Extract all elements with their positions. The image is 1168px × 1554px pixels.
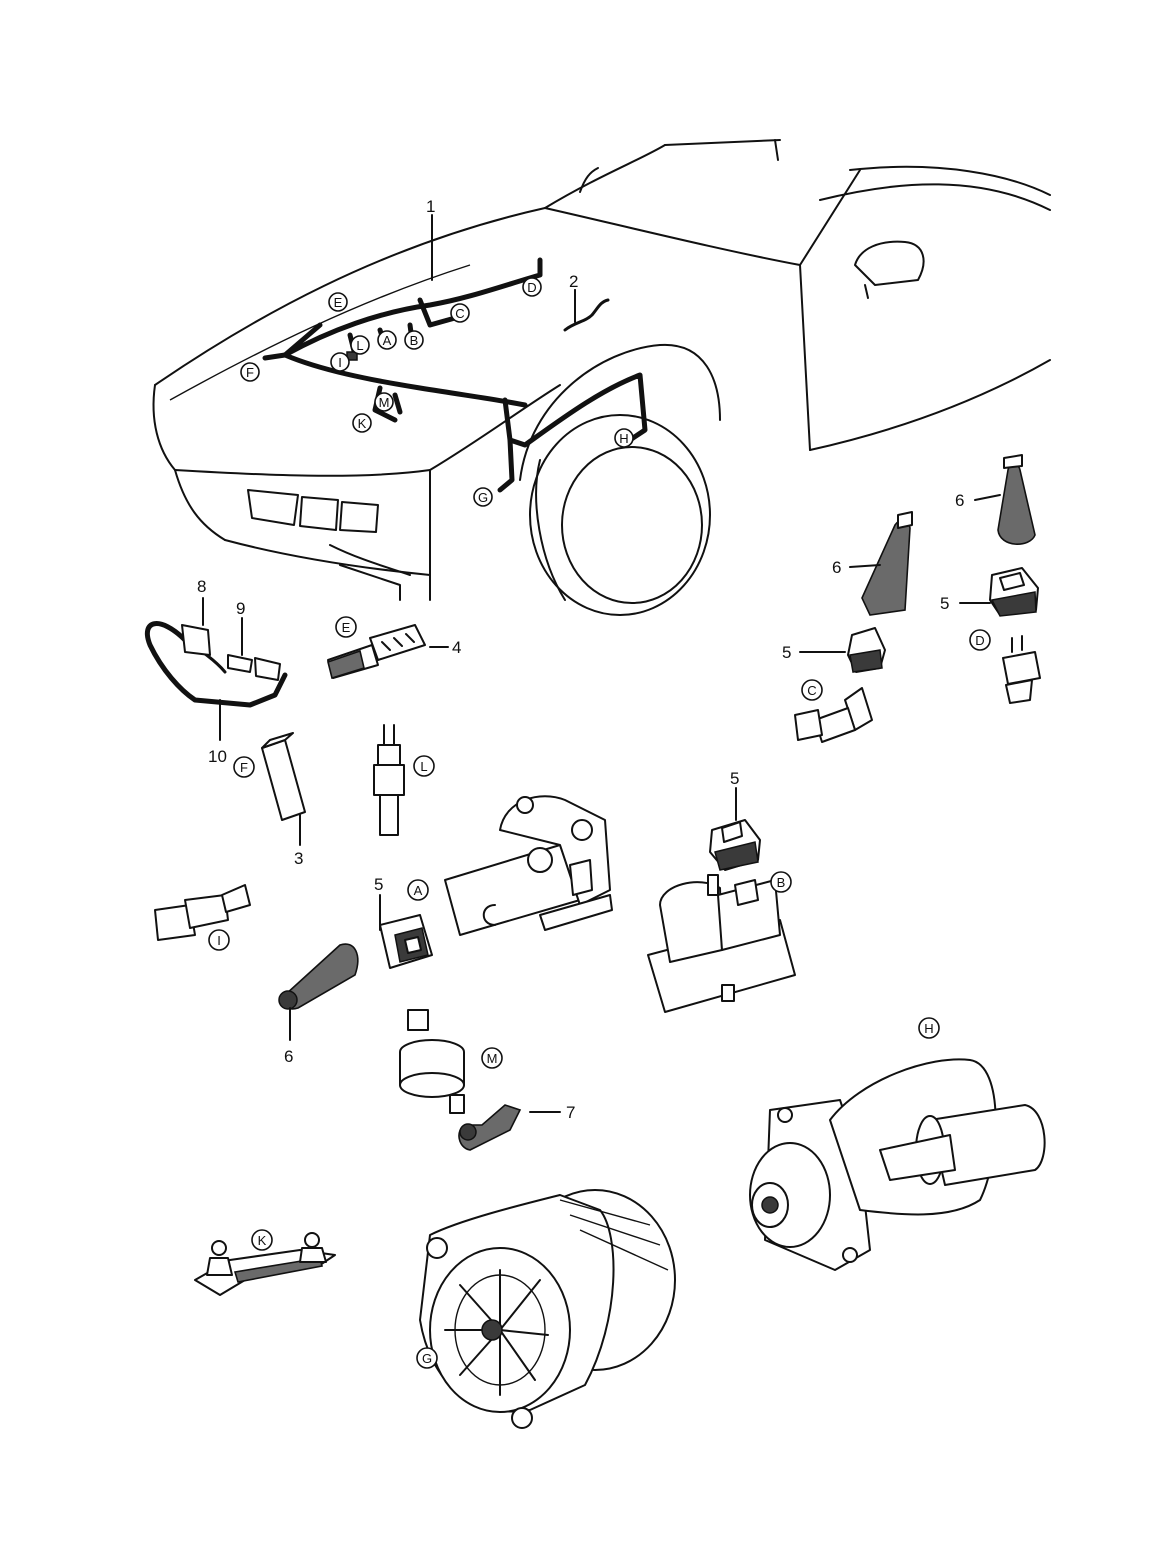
svg-text:M: M xyxy=(379,395,390,410)
svg-text:F: F xyxy=(240,760,248,775)
car-body-outline xyxy=(152,139,1051,616)
label-6-b: 6 xyxy=(832,558,841,577)
label-1: 1 xyxy=(426,197,435,216)
svg-text:I: I xyxy=(217,933,221,948)
switch-I xyxy=(154,884,251,941)
detail-callouts: E F I L A M K G H C D B xyxy=(208,616,991,1369)
lead-wire-assembly xyxy=(144,621,288,708)
connector-item-5-C xyxy=(847,627,886,673)
boot-item-6-D xyxy=(997,454,1036,545)
svg-text:K: K xyxy=(358,416,367,431)
callout-harness-H: H xyxy=(614,428,634,448)
label-9: 9 xyxy=(236,599,245,618)
label-10: 10 xyxy=(208,747,227,766)
sensor-C xyxy=(794,687,873,743)
callout-harness-L: L xyxy=(350,335,370,355)
svg-text:E: E xyxy=(342,620,351,635)
svg-text:F: F xyxy=(246,365,254,380)
actuator-A xyxy=(444,795,613,936)
svg-text:B: B xyxy=(777,875,786,890)
svg-text:C: C xyxy=(455,306,464,321)
svg-text:C: C xyxy=(807,683,816,698)
callout-H: H xyxy=(918,1017,940,1039)
callout-harness-K: K xyxy=(352,413,372,433)
svg-text:H: H xyxy=(619,431,628,446)
sender-L xyxy=(373,724,405,836)
svg-text:G: G xyxy=(422,1351,432,1366)
svg-text:H: H xyxy=(924,1021,933,1036)
label-5-b: 5 xyxy=(730,769,739,788)
harness-callouts: D E C L A B I F M K H G xyxy=(240,277,634,507)
leader-lines xyxy=(202,214,1001,1113)
callout-K: K xyxy=(251,1229,273,1251)
callout-harness-I: I xyxy=(330,352,350,372)
callout-harness-G: G xyxy=(473,487,493,507)
callout-harness-E: E xyxy=(328,292,348,312)
label-5-d: 5 xyxy=(940,594,949,613)
label-4: 4 xyxy=(452,638,461,657)
callout-C: C xyxy=(801,679,823,701)
sender-M xyxy=(399,1009,465,1114)
callout-I: I xyxy=(208,929,230,951)
label-5-a: 5 xyxy=(374,875,383,894)
callout-F: F xyxy=(233,756,255,778)
connector-A xyxy=(379,914,433,969)
svg-text:L: L xyxy=(420,759,427,774)
svg-text:A: A xyxy=(383,333,392,348)
callout-harness-C: C xyxy=(450,303,470,323)
svg-text:G: G xyxy=(478,490,488,505)
callout-G: G xyxy=(416,1347,438,1369)
label-6-a: 6 xyxy=(284,1047,293,1066)
sender-D xyxy=(1002,635,1041,704)
wiring-harness xyxy=(262,257,648,493)
svg-text:D: D xyxy=(975,633,984,648)
svg-text:K: K xyxy=(258,1233,267,1248)
connector-item-5-D xyxy=(989,567,1039,617)
callout-E: E xyxy=(335,616,357,638)
alternator-G xyxy=(419,1189,676,1429)
cable-item-2 xyxy=(563,289,610,332)
svg-text:E: E xyxy=(334,295,343,310)
connector-item-5-B xyxy=(709,819,761,871)
fuse-item-3 xyxy=(261,732,306,821)
callout-M: M xyxy=(481,1047,503,1069)
bracket-K xyxy=(194,1232,336,1296)
starter-H xyxy=(749,1058,1046,1271)
callout-A: A xyxy=(407,879,429,901)
label-5-c: 5 xyxy=(782,643,791,662)
hose-item-7 xyxy=(458,1104,522,1151)
svg-text:M: M xyxy=(487,1051,498,1066)
part-number-labels: 1 2 3 4 5 5 5 5 6 6 6 7 8 9 10 xyxy=(197,197,964,1122)
regulator-B xyxy=(647,874,796,1013)
svg-text:B: B xyxy=(410,333,419,348)
callout-L: L xyxy=(413,755,435,777)
callout-harness-M: M xyxy=(374,392,394,412)
callout-harness-D: D xyxy=(522,277,542,297)
label-3: 3 xyxy=(294,849,303,868)
boot-item-6-C xyxy=(861,511,913,616)
label-6-c: 6 xyxy=(955,491,964,510)
svg-text:I: I xyxy=(338,355,342,370)
connector-item-4 xyxy=(327,624,426,680)
callout-D: D xyxy=(969,629,991,651)
callout-B: B xyxy=(770,871,792,893)
label-8: 8 xyxy=(197,577,206,596)
svg-text:A: A xyxy=(414,883,423,898)
label-2: 2 xyxy=(569,272,578,291)
callout-harness-F: F xyxy=(240,362,260,382)
boot-item-6-lower xyxy=(278,943,359,1010)
svg-text:L: L xyxy=(356,338,363,353)
callout-harness-A: A xyxy=(377,330,397,350)
label-7: 7 xyxy=(566,1103,575,1122)
svg-text:D: D xyxy=(527,280,536,295)
callout-harness-B: B xyxy=(404,330,424,350)
